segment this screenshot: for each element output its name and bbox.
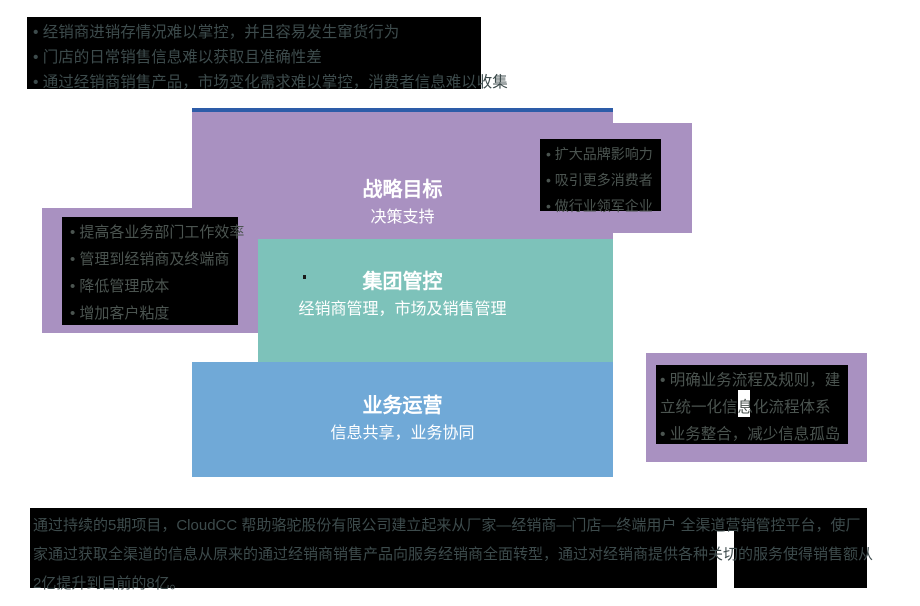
process-line: • 业务整合，减少信息孤岛 xyxy=(660,426,841,443)
process-highlight xyxy=(656,365,848,444)
process-text: • 明确业务流程及规则，建 立统一化信息化流程体系 • 业务整合，减少信息孤岛 xyxy=(660,367,840,448)
level-subtitle: 信息共享，业务协同 xyxy=(330,425,475,442)
pain-points-block: • 经销商进销存情况难以掌控，并且容易发生窜货行为 • 门店的日常销售信息难以获… xyxy=(27,17,508,91)
summary-line: 通过持续的5期项目，CloudCC 帮助骆驼股份有限公司建立起来从厂家—经销商—… xyxy=(33,517,861,534)
strategic-goal-line: • 做行业领军企业 xyxy=(546,198,653,214)
strategic-goal-line: • 扩大品牌影响力 xyxy=(546,146,653,162)
process-highlight-gap xyxy=(738,390,750,417)
benefit-line: • 降低管理成本 xyxy=(70,278,170,295)
level-group-caption: 集团管控 经销商管理，市场及销售管理 xyxy=(192,270,613,323)
pyramid-level-operations xyxy=(192,362,613,477)
summary-highlight-gap xyxy=(717,531,734,588)
pain-point-line: • 门店的日常销售信息难以获取且准确性差 xyxy=(33,49,322,66)
strategic-goal-line: • 吸引更多消费者 xyxy=(546,172,653,188)
pain-point-line: • 通过经销商销售产品，市场变化需求难以掌控，消费者信息难以收集 xyxy=(33,74,508,91)
benefit-line: • 提高各业务部门工作效率 xyxy=(70,224,245,241)
level-strategy-caption: 战略目标 决策支持 xyxy=(192,178,613,231)
top-accent-line xyxy=(192,108,613,112)
level-title: 业务运营 xyxy=(362,395,443,417)
benefit-line: • 增加客户粘度 xyxy=(70,305,170,322)
level-subtitle: 经销商管理，市场及销售管理 xyxy=(298,301,507,318)
pyramid-level-group xyxy=(258,239,613,362)
level-title: 集团管控 xyxy=(362,271,443,293)
pain-point-line: • 经销商进销存情况难以掌控，并且容易发生窜货行为 xyxy=(33,24,400,41)
benefit-line: • 管理到经销商及终端商 xyxy=(70,251,230,268)
summary-line: 2亿提升到目前的8亿。 xyxy=(33,575,185,592)
level-subtitle: 决策支持 xyxy=(370,209,435,226)
strategic-goals-highlight: • 扩大品牌影响力 • 吸引更多消费者 • 做行业领军企业 xyxy=(540,139,661,214)
summary-line: 家通过获取全渠道的信息从原来的通过经销商销售产品向服务经销商全面转型，通过对经销… xyxy=(33,546,874,563)
level-operations-caption: 业务运营 信息共享，业务协同 xyxy=(192,394,613,447)
stray-mark xyxy=(303,275,306,279)
management-benefits-highlight: • 提高各业务部门工作效率 • 管理到经销商及终端商 • 降低管理成本 • 增加… xyxy=(62,217,245,325)
process-line: • 明确业务流程及规则，建 xyxy=(660,372,841,389)
process-line: 立统一化信息化流程体系 xyxy=(660,399,831,416)
level-title: 战略目标 xyxy=(362,179,443,201)
summary-text: 通过持续的5期项目，CloudCC 帮助骆驼股份有限公司建立起来从厂家—经销商—… xyxy=(33,511,873,598)
